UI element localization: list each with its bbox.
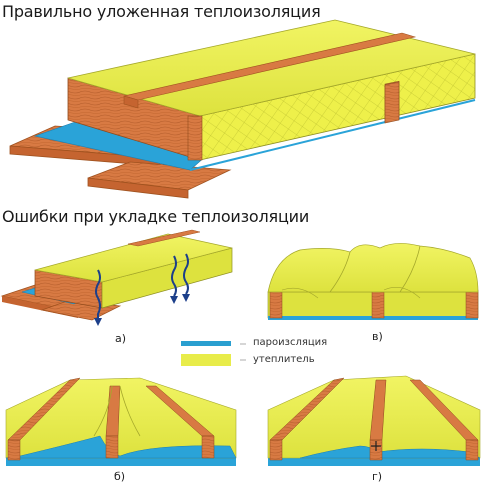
panel-label-b: б) — [114, 470, 126, 483]
legend-label-insulation: утеплитель — [253, 354, 315, 365]
legend — [181, 341, 246, 366]
panel-label-v: в) — [372, 330, 383, 343]
title-correct: Правильно уложенная теплоизоляция — [2, 2, 321, 21]
legend-swatch-insulation — [181, 354, 231, 366]
panel-a-drawing — [0, 229, 233, 326]
legend-label-vapor: пароизсляция — [253, 337, 328, 348]
panel-g-drawing — [267, 375, 481, 466]
panel-label-a: а) — [115, 332, 127, 345]
wavy-down-arrow-icon — [171, 255, 177, 297]
wavy-down-arrow-icon — [183, 253, 189, 295]
legend-swatch-vapor — [181, 341, 231, 346]
cross-mark-icon — [371, 441, 381, 451]
panel-v-drawing — [267, 243, 479, 320]
correct-installation-drawing — [9, 19, 476, 199]
title-errors: Ошибки при укладке теплоизоляции — [2, 207, 310, 226]
panel-b-drawing — [5, 377, 237, 466]
wavy-down-arrow-icon — [95, 269, 101, 320]
panel-label-g: г) — [372, 470, 383, 483]
